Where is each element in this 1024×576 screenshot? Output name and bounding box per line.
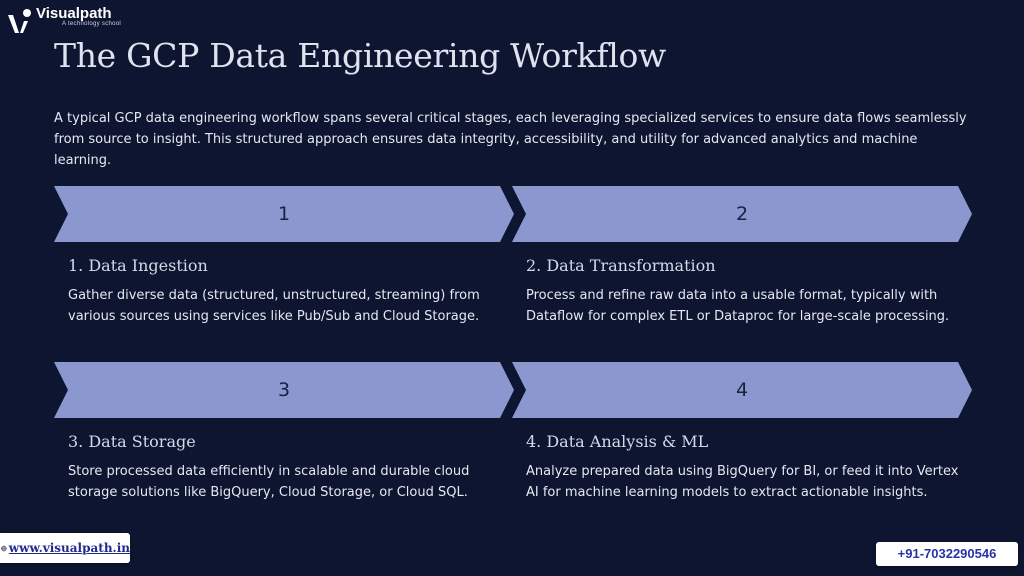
- step-2-chevron: 2: [512, 186, 972, 242]
- brand-logo: Visualpath A technology school: [6, 6, 121, 36]
- step-1-chevron: 1: [54, 186, 514, 242]
- step-3-title: 3. Data Storage: [68, 432, 196, 451]
- step-4-description: Analyze prepared data using BigQuery for…: [526, 464, 959, 500]
- brand-name: Visualpath: [36, 5, 112, 22]
- visualpath-logo-icon: [8, 9, 31, 33]
- globe-icon: [1, 545, 7, 551]
- step-1-number: 1: [277, 203, 291, 225]
- page-title: The GCP Data Engineering Workflow: [54, 36, 666, 75]
- phone-number[interactable]: +91-7032290546: [876, 542, 1018, 566]
- step-4-number: 4: [735, 379, 749, 401]
- brand-tagline: A technology school: [62, 21, 122, 27]
- step-1-description: Gather diverse data (structured, unstruc…: [68, 288, 480, 324]
- intro-paragraph: A typical GCP data engineering workflow …: [54, 111, 967, 168]
- step-1-title: 1. Data Ingestion: [68, 256, 208, 275]
- step-2-title: 2. Data Transformation: [526, 256, 716, 275]
- step-4-title: 4. Data Analysis & ML: [526, 432, 709, 451]
- step-2-description: Process and refine raw data into a usabl…: [526, 288, 950, 324]
- step-4-chevron: 4: [512, 362, 972, 418]
- website-link[interactable]: www.visualpath.in: [8, 541, 130, 555]
- step-3-description: Store processed data efficiently in scal…: [68, 464, 470, 500]
- step-3-number: 3: [277, 379, 291, 401]
- step-2-number: 2: [735, 203, 749, 225]
- step-3-chevron: 3: [54, 362, 514, 418]
- website-badge[interactable]: www.visualpath.in: [0, 533, 130, 563]
